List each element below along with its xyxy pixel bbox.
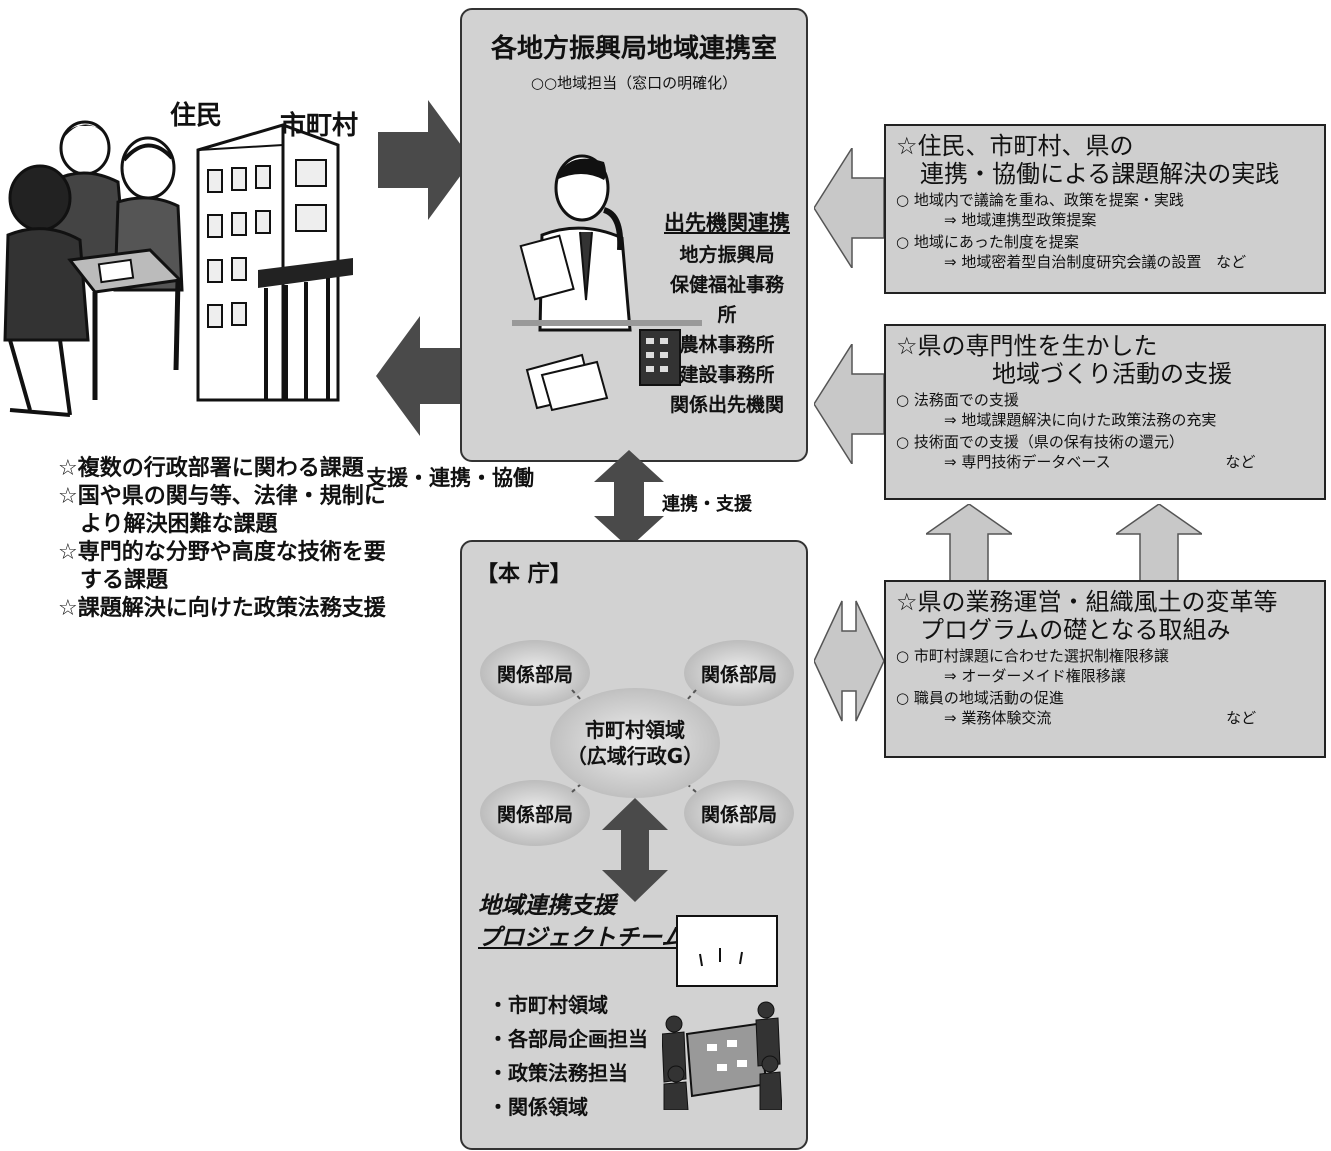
box1-item-2-result: ⇒ 地域密着型自治制度研究会議の設置 など bbox=[896, 252, 1314, 272]
pt-member: ・関係領域 bbox=[488, 1090, 648, 1124]
issue-item: ☆専門的な分野や高度な技術を要 bbox=[58, 539, 386, 567]
box2-heading-2: 地域づくり活動の支援 bbox=[896, 360, 1314, 388]
box3-heading-1: ☆県の業務運営・組織風土の変革等 bbox=[896, 588, 1314, 616]
office-subtitle: ○○地域担当（窓口の明確化） bbox=[462, 72, 806, 93]
issue-item: ☆複数の行政部署に関わる課題 bbox=[58, 455, 386, 483]
support-collab-label: 支援・連携・協働 bbox=[366, 462, 534, 492]
box2-heading-1: ☆県の専門性を生かした bbox=[896, 332, 1314, 360]
project-team-members: ・市町村領域 ・各部局企画担当 ・政策法務担当 ・関係領域 bbox=[488, 988, 648, 1124]
project-team-title: 地域連携支援 プロジェクトチーム bbox=[478, 890, 684, 954]
box3-item-2-result: ⇒ 業務体験交流 など bbox=[896, 708, 1314, 728]
box2-item-1: ○ 法務面での支援 bbox=[896, 390, 1314, 410]
residents-illustration bbox=[0, 110, 190, 430]
domain-pt-double-arrow bbox=[602, 798, 668, 902]
box2-item-1-result: ⇒ 地域課題解決に向けた政策法務の充実 bbox=[896, 410, 1314, 430]
box-expertise-support: ☆県の専門性を生かした 地域づくり活動の支援 ○ 法務面での支援 ⇒ 地域課題解… bbox=[884, 324, 1326, 500]
arrow-box3-to-box2-left bbox=[926, 504, 1012, 582]
box1-item-2: ○ 地域にあった制度を提案 bbox=[896, 232, 1314, 252]
wide-area-admin-label: （広域行政G） bbox=[567, 743, 703, 769]
branch-list: 出先機関連携 地方振興局 保健福祉事務所 農林事務所 建設事務所 関係出先機関 bbox=[662, 208, 792, 420]
municipal-domain-label: 市町村領域 bbox=[585, 717, 685, 743]
hq-panel: 【本 庁】 関係部局 関係部局 関係部局 関係部局 市町村領域 （広域行政G） … bbox=[460, 540, 808, 1150]
box1-item-1: ○ 地域内で議論を重ね、政策を提案・実践 bbox=[896, 190, 1314, 210]
municipality-label: 市町村 bbox=[280, 105, 358, 142]
box1-heading-2: 連携・協働による課題解決の実践 bbox=[896, 160, 1314, 188]
box3-etc: など bbox=[1226, 709, 1256, 727]
pt-member: ・各部局企画担当 bbox=[488, 1022, 648, 1056]
issue-list: ☆複数の行政部署に関わる課題 ☆国や県の関与等、法律・規制に より解決困難な課題… bbox=[58, 455, 386, 623]
issue-item: より解決困難な課題 bbox=[58, 511, 386, 539]
box-collaboration-practice: ☆住民、市町村、県の 連携・協働による課題解決の実践 ○ 地域内で議論を重ね、政… bbox=[884, 124, 1326, 294]
arrow-to-municipality bbox=[374, 316, 470, 436]
box3-item-2: ○ 職員の地域活動の促進 bbox=[896, 688, 1314, 708]
office-hq-double-arrow bbox=[594, 450, 664, 548]
arrow-box2-to-office bbox=[814, 344, 884, 464]
issue-item: ☆国や県の関与等、法律・規制に bbox=[58, 483, 386, 511]
pt-member: ・市町村領域 bbox=[488, 988, 648, 1022]
box2-item-2-result: ⇒ 専門技術データベース など bbox=[896, 452, 1314, 472]
branch-item: 保健福祉事務所 bbox=[662, 270, 792, 330]
box-organizational-reform: ☆県の業務運営・組織風土の変革等 プログラムの礎となる取組み ○ 市町村課題に合… bbox=[884, 580, 1326, 758]
box1-heading-1: ☆住民、市町村、県の bbox=[896, 132, 1314, 160]
box2-etc: など bbox=[1225, 453, 1255, 471]
arrow-box3-hq-double bbox=[814, 596, 884, 726]
box3-item-1-result: ⇒ オーダーメイド権限移譲 bbox=[896, 666, 1314, 686]
arrow-box1-to-office bbox=[814, 148, 884, 268]
project-team-title-line2: プロジェクトチーム bbox=[478, 922, 684, 954]
regional-office-panel: 各地方振興局地域連携室 ○○地域担当（窓口の明確化） 出先機関連携 地方振興局 … bbox=[460, 8, 808, 462]
meeting-illustration bbox=[662, 914, 782, 1110]
pt-member: ・政策法務担当 bbox=[488, 1056, 648, 1090]
branch-item: 農林事務所 bbox=[662, 330, 792, 360]
issue-item: する課題 bbox=[58, 567, 386, 595]
office-title: 各地方振興局地域連携室 bbox=[462, 28, 806, 65]
project-team-title-line1: 地域連携支援 bbox=[478, 890, 684, 922]
box3-heading-2: プログラムの礎となる取組み bbox=[896, 616, 1314, 644]
box1-etc: など bbox=[1216, 253, 1246, 271]
municipal-domain-bubble: 市町村領域 （広域行政G） bbox=[550, 688, 720, 798]
branch-item: 関係出先機関 bbox=[662, 390, 792, 420]
branch-title: 出先機関連携 bbox=[662, 208, 792, 238]
arrow-box3-to-box2-right bbox=[1116, 504, 1202, 582]
liaison-support-label: 連携・支援 bbox=[662, 490, 752, 516]
issue-item: ☆課題解決に向けた政策法務支援 bbox=[58, 595, 386, 623]
box1-item-1-result: ⇒ 地域連携型政策提案 bbox=[896, 210, 1314, 230]
box2-item-2: ○ 技術面での支援（県の保有技術の還元） bbox=[896, 432, 1314, 452]
branch-item: 地方振興局 bbox=[662, 240, 792, 270]
box3-item-1: ○ 市町村課題に合わせた選択制権限移譲 bbox=[896, 646, 1314, 666]
municipal-building-illustration bbox=[188, 120, 358, 410]
branch-item: 建設事務所 bbox=[662, 360, 792, 390]
